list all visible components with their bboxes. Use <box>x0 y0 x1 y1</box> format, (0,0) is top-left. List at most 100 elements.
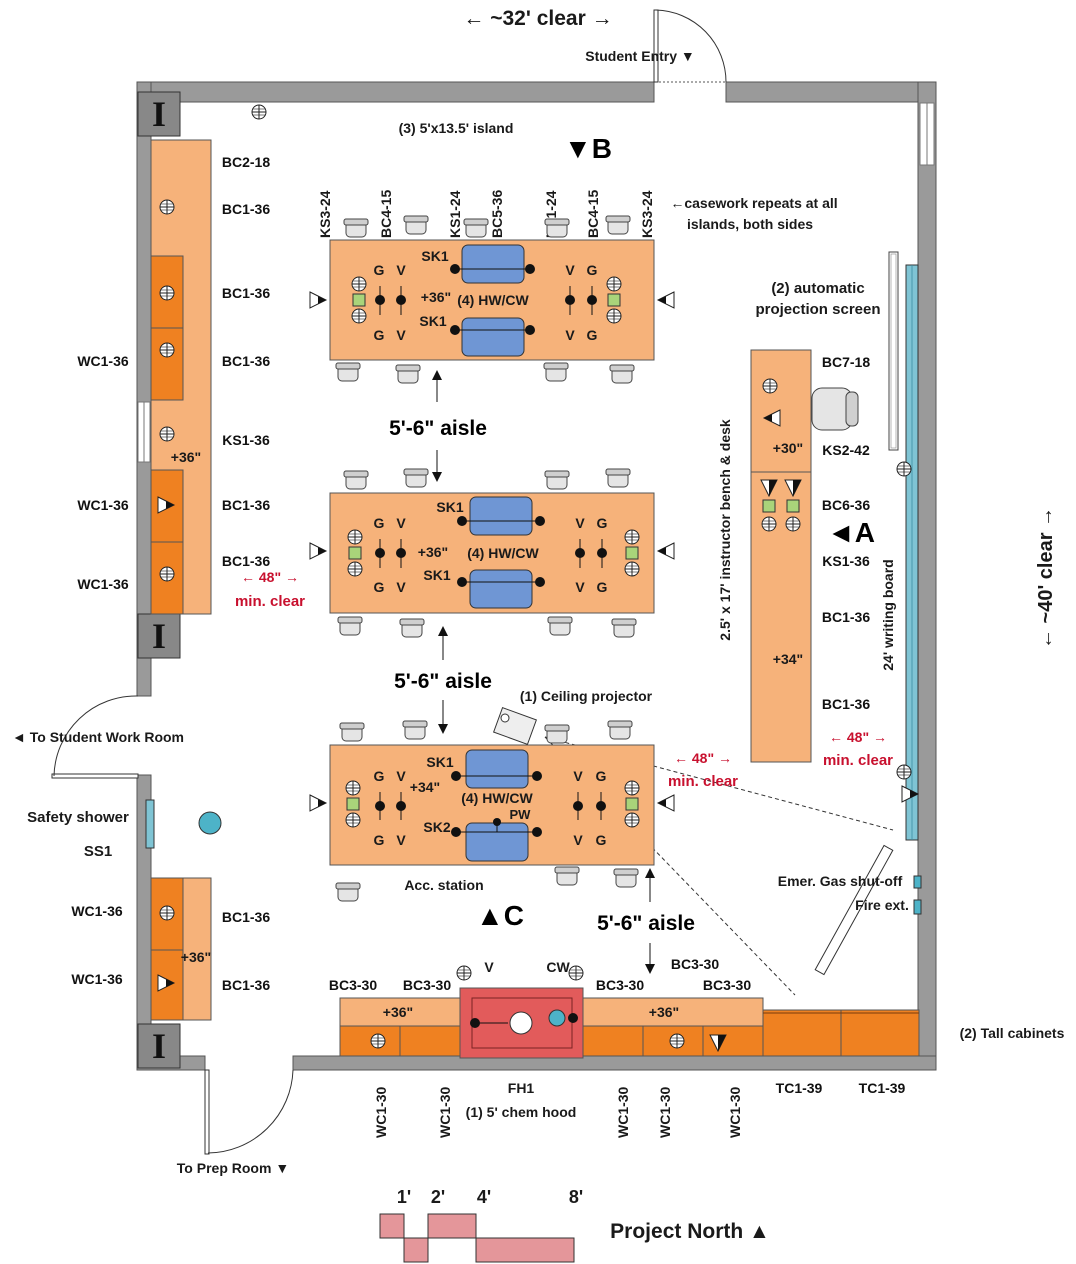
acc-station-label: Acc. station <box>404 877 483 893</box>
south-casework: +36" V CW +36" <box>339 959 920 1059</box>
instructor-bench: +30" +34" 2.5' x 17' instructor bench & … <box>668 349 893 790</box>
prep-room-door[interactable] <box>204 1069 294 1155</box>
bc-label: BC1-36 <box>222 285 270 301</box>
sink-label: SK1 <box>423 567 450 583</box>
gas-label: G <box>597 579 608 595</box>
instr-cab-label: BC1-36 <box>822 609 870 625</box>
casework-label: KS3-24 <box>639 190 655 238</box>
tall-cabinets-label: (2) Tall cabinets <box>960 1025 1065 1041</box>
student-entry-door[interactable] <box>653 9 727 83</box>
portable-screen <box>814 844 894 976</box>
tc-label: TC1-39 <box>776 1080 823 1096</box>
sink-label: SK1 <box>421 248 448 264</box>
gas-label: G <box>587 262 598 278</box>
fh1-label: FH1 <box>508 1080 535 1096</box>
lower-west-height-label: +36" <box>181 949 211 965</box>
aisle-1: 5'-6" aisle <box>389 370 487 482</box>
gas-label: G <box>596 832 607 848</box>
vacuum-label: V <box>565 327 575 343</box>
ceiling-projector-label: (1) Ceiling projector <box>520 688 653 704</box>
project-north-label: Project North ▲ <box>610 1220 770 1243</box>
casework-note-1: ←casework repeats at all <box>670 195 837 211</box>
wc-label: WC1-30 <box>373 1086 389 1138</box>
vacuum-label: V <box>573 832 583 848</box>
vacuum-label: V <box>396 262 406 278</box>
chem-hood-label: (1) 5' chem hood <box>466 1104 577 1120</box>
sink-label: SK1 <box>436 499 463 515</box>
island-3: SK1 SK2 (4) HW/CW PW +34" G V G V V G V … <box>309 720 675 931</box>
screen-label-2: projection screen <box>755 301 880 318</box>
south-height-left: +36" <box>383 1004 413 1020</box>
lower-west-casework: +36" WC1-36 WC1-36 BC1-36 BC1-36 <box>71 877 270 1021</box>
clear-width-label: ← ~32' clear → <box>463 7 612 30</box>
view-c-marker: ▲C <box>476 900 524 931</box>
aisle-label: 5'-6" aisle <box>597 912 695 935</box>
scale-label: 4' <box>477 1187 491 1207</box>
student-work-room-door[interactable] <box>51 695 139 779</box>
scale-label: 8' <box>569 1187 583 1207</box>
casework-label: BC4-15 <box>585 190 601 238</box>
bc-label: BC3-30 <box>596 977 644 993</box>
wc-label: WC1-36 <box>77 576 129 592</box>
svg-text:I: I <box>152 94 166 134</box>
gas-label: G <box>374 327 385 343</box>
instr-cab-label: KS2-42 <box>822 442 870 458</box>
instr-cab-label: BC1-36 <box>822 696 870 712</box>
tc-label: TC1-39 <box>859 1080 906 1096</box>
west-clear-label: ← 48" → <box>241 569 299 585</box>
gas-label: G <box>587 327 598 343</box>
bench-height-30: +30" <box>773 440 803 456</box>
to-student-work-room-label: ◄ To Student Work Room <box>12 729 184 745</box>
east-wall-devices: Emer. Gas shut-off Fire ext. <box>778 873 922 915</box>
vacuum-label: V <box>396 579 406 595</box>
west-height-label: +36" <box>171 449 201 465</box>
hood-cw-label: CW <box>546 959 570 975</box>
screen-label-1: (2) automatic <box>771 280 864 297</box>
west-min-clear-label: min. clear <box>235 593 305 610</box>
fire-ext-label: Fire ext. <box>855 897 909 913</box>
svg-text:I: I <box>152 616 166 656</box>
wc-label: WC1-36 <box>77 353 129 369</box>
safety-shower: Safety shower SS1 <box>27 799 222 860</box>
gas-label: G <box>374 515 385 531</box>
island-2: SK1 SK1 (4) HW/CW +36" G V G V V G V G <box>309 468 675 638</box>
bc-label: BC1-36 <box>222 909 270 925</box>
bc-label: BC3-30 <box>329 977 377 993</box>
height-label: +34" <box>410 779 440 795</box>
instructor-clear: ← 48" → <box>674 750 732 766</box>
bc-label: BC1-36 <box>222 553 270 569</box>
bc-label: BC3-30 <box>703 977 751 993</box>
wc-label: WC1-30 <box>615 1086 631 1138</box>
bench-label: 2.5' x 17' instructor bench & desk <box>717 419 733 641</box>
clear-depth-label: ← ~40' clear → <box>1035 507 1057 649</box>
west-casework: +36" <box>150 139 212 615</box>
wc-label: WC1-30 <box>657 1086 673 1138</box>
pw-label: PW <box>510 807 532 822</box>
vacuum-label: V <box>396 768 406 784</box>
aisle-3: 5'-6" aisle <box>597 868 695 974</box>
writing-board: 24' writing board <box>880 264 919 841</box>
vacuum-label: V <box>396 515 406 531</box>
instructor-min-clear: min. clear <box>668 773 738 790</box>
gas-label: G <box>374 832 385 848</box>
wc-label: WC1-36 <box>77 497 129 513</box>
hood-v-label: V <box>484 959 494 975</box>
sink-label: SK2 <box>423 819 450 835</box>
bc-label: BC1-36 <box>222 353 270 369</box>
board-clear: ← 48" → <box>829 729 887 745</box>
south-labels: BC3-30 BC3-30 BC3-30 BC3-30 BC3-30 WC1-3… <box>329 956 1065 1138</box>
hwcw-label: (4) HW/CW <box>467 545 539 561</box>
island-1: SK1 SK1 (4) HW/CW +36" G V G V V G V G <box>309 215 675 384</box>
view-a-marker: ◄A <box>827 517 875 548</box>
board-min-clear: min. clear <box>823 752 893 769</box>
south-height-right: +36" <box>649 1004 679 1020</box>
student-entry-label: Student Entry ▼ <box>585 48 695 64</box>
bc-label: BC1-36 <box>222 977 270 993</box>
aisle-label: 5'-6" aisle <box>394 670 492 693</box>
aisle-2: 5'-6" aisle <box>394 626 492 734</box>
casework-label: BC4-15 <box>378 190 394 238</box>
height-label: +36" <box>418 544 448 560</box>
bc-label: BC1-36 <box>222 201 270 217</box>
scale-label: 2' <box>431 1187 445 1207</box>
